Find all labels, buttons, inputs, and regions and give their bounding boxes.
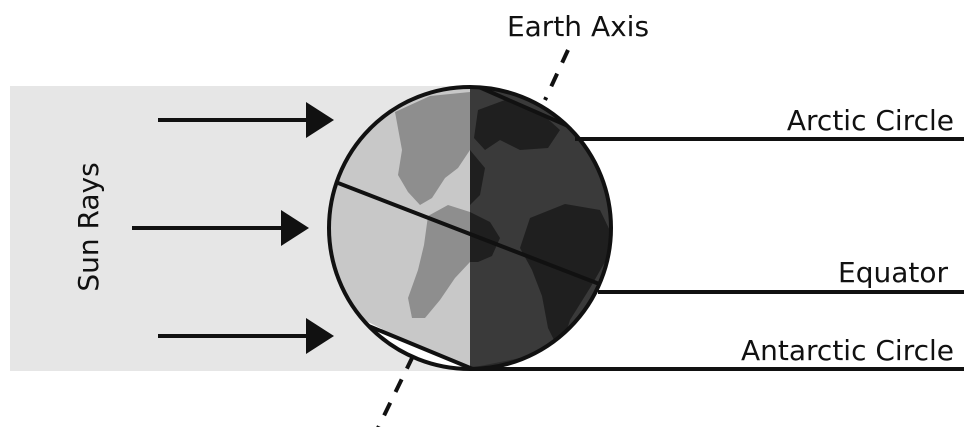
sun-ray-arrows xyxy=(132,102,334,354)
earth-axis-label: Earth Axis xyxy=(507,10,649,43)
arctic-circle-label: Arctic Circle xyxy=(787,104,954,137)
antarctic-circle-label: Antarctic Circle xyxy=(741,334,954,367)
equator-on-globe xyxy=(329,174,611,294)
sun-ray-arrow-top xyxy=(158,102,334,138)
africa-landmass xyxy=(520,204,611,352)
earth-axis-line-top xyxy=(543,49,570,101)
south-america-landmass xyxy=(408,205,470,318)
sun-ray-arrow-middle xyxy=(132,210,309,246)
south-america-night-landmass xyxy=(470,212,500,262)
earth-axis-line-bottom xyxy=(376,355,415,429)
sun-rays-label: Sun Rays xyxy=(72,162,105,291)
north-america-night-landmass xyxy=(470,150,485,205)
equator-label: Equator xyxy=(838,256,948,289)
north-america-landmass xyxy=(395,92,470,205)
sun-ray-arrow-bottom xyxy=(158,318,334,354)
greenland-landmass xyxy=(452,104,470,130)
europe-landmass xyxy=(474,100,560,150)
